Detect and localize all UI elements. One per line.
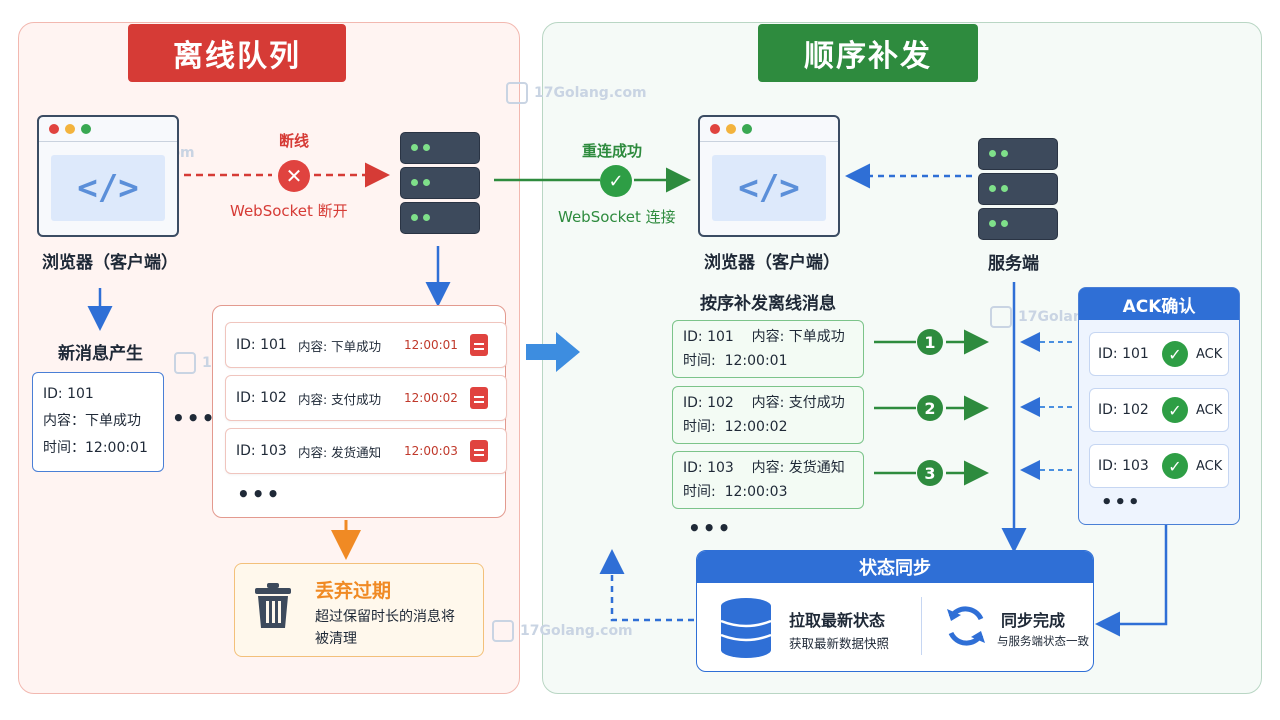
- discard-description: 超过保留时长的消息将 被清理: [315, 609, 455, 647]
- resend-message-card: ID: 103 内容: 发货通知 时间: 12:00:03: [672, 451, 864, 509]
- queue-item: ID: 102 内容: 支付成功 12:00:02: [225, 375, 507, 421]
- queue-item-id: ID: 103: [236, 443, 287, 459]
- sync-done-desc: 与服务端状态一致: [997, 634, 1089, 648]
- trash-icon: [255, 583, 291, 628]
- websocket-connect-label: WebSocket 连接: [558, 208, 676, 226]
- ordered-resend-title: 顺序补发: [758, 24, 978, 82]
- ack-item: ID: 102 ✓ ACK: [1089, 388, 1229, 432]
- queue-item-time: 12:00:03: [404, 444, 458, 458]
- resend-time: 时间: 12:00:02: [683, 419, 788, 435]
- step-number: 3: [917, 460, 943, 486]
- state-sync-box: 状态同步 拉取最新状态 获取最新数据快照 同步完成 与服务端状态一致: [696, 550, 1094, 672]
- sync-icon: [947, 606, 985, 646]
- watermark: 17Golang.com: [506, 82, 647, 104]
- resend-id-content: ID: 101 内容: 下单成功: [683, 329, 845, 345]
- queue-item-content: 内容: 下单成功: [298, 338, 382, 354]
- queue-item-time: 12:00:01: [404, 338, 458, 352]
- ack-text: ACK: [1196, 346, 1223, 362]
- queue-item-time: 12:00:02: [404, 391, 458, 405]
- database-icon: [720, 598, 772, 658]
- websocket-disconnect-label: WebSocket 断开: [230, 202, 348, 220]
- client-label: 浏览器（客户端）: [704, 253, 840, 273]
- queue-item: ID: 101 内容: 下单成功 12:00:01: [225, 322, 507, 368]
- resend-id-content: ID: 102 内容: 支付成功: [683, 395, 845, 411]
- document-icon: [470, 387, 488, 409]
- queue-more: •••: [237, 482, 282, 506]
- resend-message-card: ID: 102 内容: 支付成功 时间: 12:00:02: [672, 386, 864, 444]
- document-icon: [470, 440, 488, 462]
- resend-label: 按序补发离线消息: [700, 294, 836, 314]
- new-message-label: 新消息产生: [58, 344, 143, 364]
- check-icon: ✓: [1162, 453, 1188, 479]
- queue-item-id: ID: 102: [236, 390, 287, 406]
- ack-panel: ACK确认 ID: 101 ✓ ACK ID: 102 ✓ ACK ID: 10…: [1078, 287, 1240, 525]
- server-icon: [400, 132, 480, 236]
- server-label: 服务端: [988, 254, 1039, 274]
- message-time: 时间：12:00:01: [43, 440, 148, 456]
- check-icon: ✓: [600, 165, 632, 197]
- resend-id-content: ID: 103 内容: 发货通知: [683, 460, 845, 476]
- offline-queue-box: ID: 101 内容: 下单成功 12:00:01 ID: 102 内容: 支付…: [212, 305, 507, 518]
- client-browser-icon: </>: [37, 115, 179, 237]
- resend-time: 时间: 12:00:03: [683, 484, 788, 500]
- message-content: 内容：下单成功: [43, 413, 141, 429]
- ack-text: ACK: [1196, 458, 1223, 474]
- resend-more: •••: [688, 516, 733, 540]
- ellipsis: •••: [172, 406, 217, 430]
- client-label: 浏览器（客户端）: [42, 253, 178, 273]
- resend-message-card: ID: 101 内容: 下单成功 时间: 12:00:01: [672, 320, 864, 378]
- ack-title: ACK确认: [1079, 288, 1239, 320]
- code-icon: </>: [712, 155, 826, 221]
- queue-item-id: ID: 101: [236, 337, 287, 353]
- step-number: 2: [917, 395, 943, 421]
- ack-id: ID: 102: [1098, 402, 1149, 418]
- queue-item: ID: 103 内容: 发货通知 12:00:03: [225, 428, 507, 474]
- ack-id: ID: 103: [1098, 458, 1149, 474]
- check-icon: ✓: [1162, 341, 1188, 367]
- reconnect-label: 重连成功: [582, 142, 643, 160]
- discard-title: 丢弃过期: [315, 580, 392, 602]
- document-icon: [470, 334, 488, 356]
- sync-title: 状态同步: [697, 551, 1093, 583]
- client-browser-icon: </>: [698, 115, 840, 237]
- check-icon: ✓: [1162, 397, 1188, 423]
- offline-queue-title: 离线队列: [128, 24, 346, 82]
- queue-item-content: 内容: 支付成功: [298, 391, 382, 407]
- sync-done-title: 同步完成: [1001, 611, 1066, 630]
- new-message-card: ID: 101 内容：下单成功 时间：12:00:01: [32, 372, 164, 472]
- watermark: 17Golang.com: [492, 620, 633, 642]
- server-icon: [978, 138, 1058, 242]
- queue-item-content: 内容: 发货通知: [298, 444, 382, 460]
- resend-time: 时间: 12:00:01: [683, 353, 788, 369]
- ack-more: •••: [1101, 492, 1142, 513]
- message-id: ID: 101: [43, 386, 94, 402]
- divider: [921, 597, 922, 655]
- ack-id: ID: 101: [1098, 346, 1149, 362]
- ack-item: ID: 103 ✓ ACK: [1089, 444, 1229, 488]
- disconnect-label: 断线: [279, 132, 310, 150]
- sync-pull-title: 拉取最新状态: [789, 611, 886, 630]
- sync-pull-desc: 获取最新数据快照: [789, 636, 890, 651]
- ack-text: ACK: [1196, 402, 1223, 418]
- step-number: 1: [917, 329, 943, 355]
- ack-item: ID: 101 ✓ ACK: [1089, 332, 1229, 376]
- discard-expired-box: 丢弃过期 超过保留时长的消息将 被清理: [234, 563, 484, 657]
- code-icon: </>: [51, 155, 165, 221]
- disconnect-x-icon: ✕: [278, 160, 310, 192]
